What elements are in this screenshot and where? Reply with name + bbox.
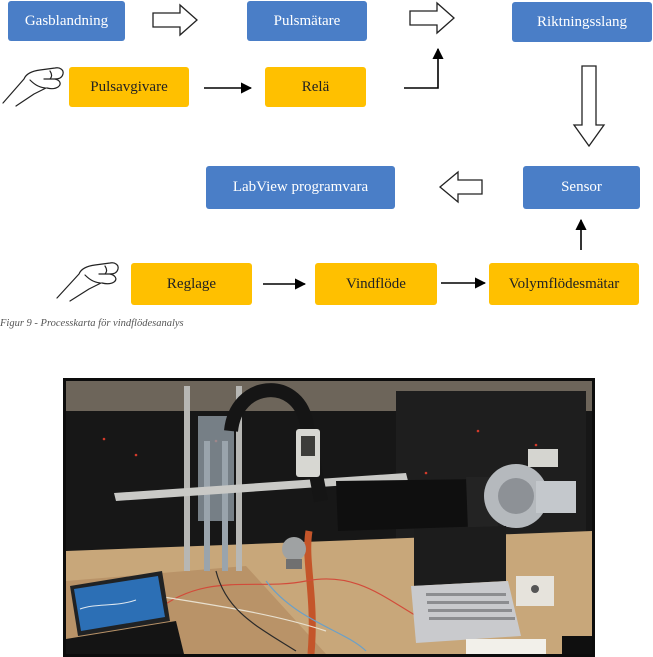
- node-riktningsslang: Riktningsslang: [512, 2, 652, 42]
- process-map-diagram: [2, 1, 606, 302]
- hollow-arrow-riktningsslang-to-sensor: [572, 65, 606, 148]
- hand-pressing-icon: [56, 262, 119, 302]
- figure-caption: Figur 9 - Processkarta för vindflödesana…: [0, 318, 184, 329]
- node-gasblandning: Gasblandning: [8, 1, 125, 41]
- node-reglage: Reglage: [131, 263, 252, 305]
- arrow-rela-to-riktningsslang: [404, 47, 444, 89]
- node-sensor: Sensor: [523, 166, 640, 209]
- hollow-arrow-sensor-to-labview: [438, 170, 483, 204]
- node-pulsmatare: Pulsmätare: [247, 1, 367, 41]
- hollow-arrow-gasblandning-to-pulsmatare: [152, 3, 198, 37]
- node-vindflode: Vindflöde: [315, 263, 437, 305]
- node-pulsavgivare: Pulsavgivare: [69, 67, 189, 107]
- lab-setup-photo: [63, 378, 595, 657]
- lab-setup-illustration: [66, 381, 592, 654]
- node-labview: LabView programvara: [206, 166, 395, 209]
- hand-pressing-icon: [2, 67, 64, 107]
- node-rela: Relä: [265, 67, 366, 107]
- hollow-arrow-pulsmatare-to-riktningsslang: [409, 1, 455, 35]
- node-volymflodesmatar: Volymflödesmätar: [489, 263, 639, 305]
